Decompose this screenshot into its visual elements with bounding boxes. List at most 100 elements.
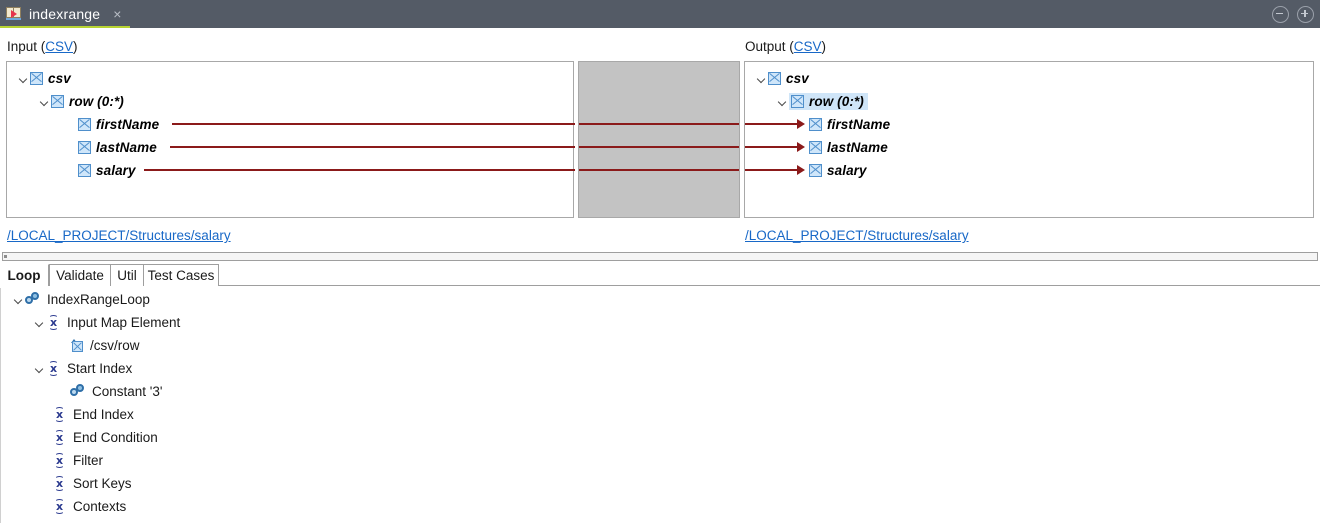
connection-line[interactable] xyxy=(745,146,799,148)
chevron-down-icon[interactable] xyxy=(776,95,789,108)
editor-tab-indexrange[interactable]: indexrange × xyxy=(0,0,131,28)
output-csv-link[interactable]: CSV xyxy=(793,39,822,54)
tree-row[interactable]: firstName xyxy=(809,114,890,134)
tab-test-cases[interactable]: Test Cases xyxy=(143,264,219,286)
connection-line[interactable] xyxy=(579,169,739,171)
element-icon xyxy=(768,71,781,85)
chevron-down-icon[interactable] xyxy=(38,95,51,108)
connection-line[interactable] xyxy=(144,169,575,171)
tree-row[interactable]: csv xyxy=(17,68,71,88)
chevron-down-icon[interactable] xyxy=(755,72,768,85)
input-csv-link[interactable]: CSV xyxy=(45,39,74,54)
element-icon xyxy=(51,94,64,108)
input-label-text: Input ( xyxy=(7,39,46,54)
connection-line[interactable] xyxy=(745,123,799,125)
output-label-tail: ) xyxy=(821,39,827,54)
close-icon[interactable]: × xyxy=(113,6,122,22)
tree-row[interactable]: row (0:*) xyxy=(38,91,124,111)
tree-row-label: Sort Keys xyxy=(73,476,132,491)
function-icon: x xyxy=(46,315,61,330)
function-icon: x xyxy=(52,476,67,491)
tree-row-filter[interactable]: x Filter xyxy=(52,449,103,472)
function-icon: x xyxy=(46,361,61,376)
tree-row[interactable]: row (0:*) xyxy=(776,91,868,111)
element-icon xyxy=(78,117,91,131)
tree-row-sort-keys[interactable]: x Sort Keys xyxy=(52,472,132,495)
connection-line[interactable] xyxy=(745,169,799,171)
tree-row-end-index[interactable]: x End Index xyxy=(52,403,134,426)
function-icon: x xyxy=(52,430,67,445)
window-titlebar: indexrange × xyxy=(0,0,1320,30)
tree-row-label: salary xyxy=(96,162,136,178)
connection-line[interactable] xyxy=(579,123,739,125)
function-icon: x xyxy=(52,407,67,422)
tree-row-csv-row[interactable]: /csv/row xyxy=(71,334,140,357)
tree-row-label: csv xyxy=(786,70,809,86)
element-icon xyxy=(809,117,822,131)
tree-row-label: csv xyxy=(48,70,71,86)
tree-row[interactable]: lastName xyxy=(809,137,888,157)
bottom-tab-strip: Loop Validate Util Test Cases xyxy=(0,264,1320,287)
horizontal-splitter[interactable] xyxy=(2,252,1318,261)
chevron-down-icon[interactable] xyxy=(17,72,30,85)
link-icon xyxy=(25,292,41,307)
input-label-tail: ) xyxy=(73,39,78,54)
connection-line[interactable] xyxy=(170,146,575,148)
tree-row-label: End Index xyxy=(73,407,134,422)
mapping-canvas: Input (CSV) Output (CSV) csv row (0:*) f… xyxy=(0,28,1320,248)
tree-row-label: /csv/row xyxy=(90,338,140,353)
tree-row-contexts[interactable]: x Contexts xyxy=(52,495,126,518)
grid-pattern xyxy=(579,62,739,217)
tree-row-start-index[interactable]: x Start Index xyxy=(33,357,132,380)
tree-row-input-map-element[interactable]: x Input Map Element xyxy=(33,311,180,334)
tree-row-label: Input Map Element xyxy=(67,315,181,330)
connection-arrowhead xyxy=(797,165,805,175)
tree-row[interactable]: firstName xyxy=(78,114,159,134)
tree-row-index-range-loop[interactable]: IndexRangeLoop xyxy=(12,288,150,311)
tree-row-label: row (0:*) xyxy=(69,93,124,109)
loop-settings-tree[interactable]: IndexRangeLoop x Input Map Element /csv/… xyxy=(0,288,1320,523)
connection-line[interactable] xyxy=(579,146,739,148)
tree-row-label: firstName xyxy=(96,116,160,132)
function-icon: x xyxy=(52,499,67,514)
tree-row-label: lastName xyxy=(96,139,157,155)
connection-arrowhead xyxy=(797,142,805,152)
input-structure-tree[interactable]: csv row (0:*) firstName lastName salary xyxy=(6,61,575,218)
tree-row-constant[interactable]: Constant '3' xyxy=(70,380,162,403)
tree-row-label: Contexts xyxy=(73,499,127,514)
output-structure-tree[interactable]: csv row (0:*) firstName lastName salary xyxy=(744,61,1314,218)
tab-util[interactable]: Util xyxy=(110,264,144,286)
mapping-grid-panel[interactable] xyxy=(578,61,740,218)
input-path-link[interactable]: /LOCAL_PROJECT/Structures/salary xyxy=(7,228,231,243)
tree-row-label: IndexRangeLoop xyxy=(47,292,150,307)
minimize-icon[interactable] xyxy=(1272,5,1289,23)
chevron-down-icon[interactable] xyxy=(12,293,25,306)
output-path-link[interactable]: /LOCAL_PROJECT/Structures/salary xyxy=(745,228,969,243)
tree-row-label: Constant '3' xyxy=(92,384,163,399)
tab-loop[interactable]: Loop xyxy=(0,264,49,287)
tree-row[interactable]: csv xyxy=(755,68,809,88)
window-controls xyxy=(1272,0,1314,28)
tree-row-end-condition[interactable]: x End Condition xyxy=(52,426,158,449)
element-icon xyxy=(791,94,804,108)
element-icon xyxy=(78,140,91,154)
selected-row-highlight: row (0:*) xyxy=(789,92,868,110)
tree-row-label: row (0:*) xyxy=(809,93,864,109)
chevron-down-icon[interactable] xyxy=(33,362,46,375)
output-label-text: Output ( xyxy=(745,39,794,54)
tree-row-label: Filter xyxy=(73,453,103,468)
tree-row[interactable]: salary xyxy=(78,160,136,180)
chevron-down-icon[interactable] xyxy=(33,316,46,329)
tree-row[interactable]: lastName xyxy=(78,137,157,157)
tree-row-label: salary xyxy=(827,162,867,178)
maximize-icon[interactable] xyxy=(1297,5,1314,23)
tree-row[interactable]: salary xyxy=(809,160,867,180)
tree-row-label: End Condition xyxy=(73,430,158,445)
tab-validate[interactable]: Validate xyxy=(49,264,111,286)
connection-line[interactable] xyxy=(172,123,575,125)
element-icon xyxy=(71,339,84,352)
tree-row-label: firstName xyxy=(827,116,891,132)
element-icon xyxy=(78,163,91,177)
connection-arrowhead xyxy=(797,119,805,129)
editor-tab-label: indexrange xyxy=(29,6,101,22)
